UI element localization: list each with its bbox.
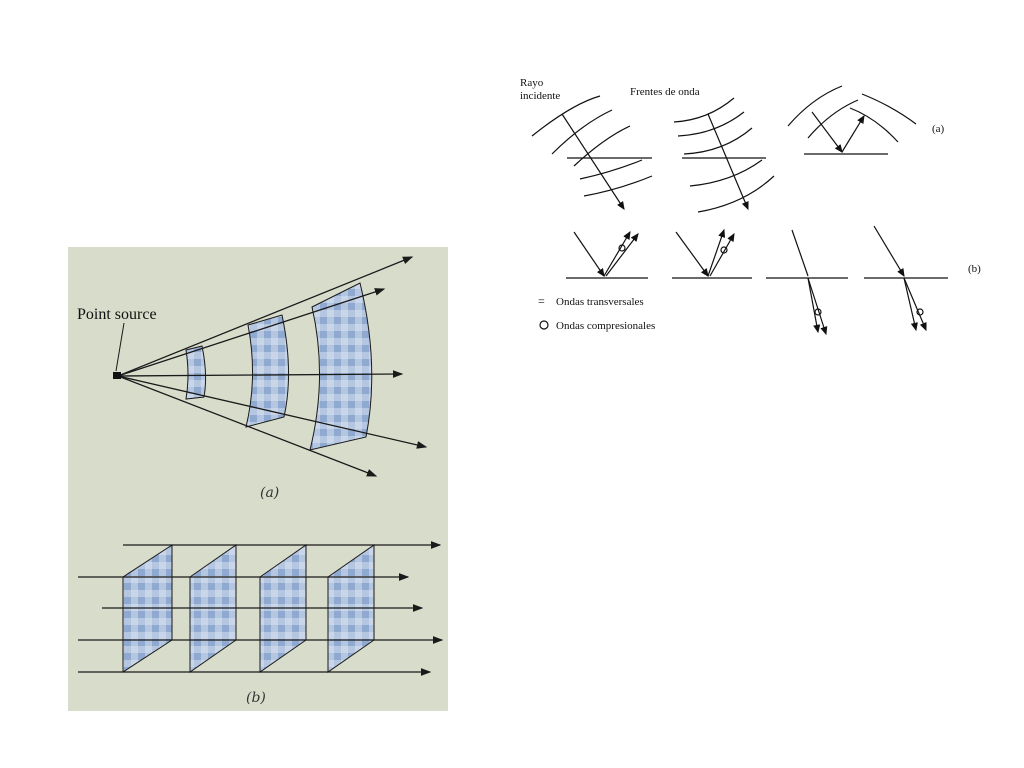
point-source-leader [115, 322, 125, 372]
label-b: (b) [968, 263, 981, 275]
ray-2 [117, 288, 386, 377]
caption-a: (a) [260, 485, 279, 501]
diverging-rays [117, 256, 428, 477]
wavefront-patch-2 [245, 314, 290, 428]
wavefront-figure-left: Point source (a) (b) [68, 247, 448, 711]
point-source-marker [113, 372, 121, 379]
ray-1 [117, 256, 414, 377]
ray-a3-in [811, 111, 843, 153]
wavefront-label: Frentes de onda [630, 86, 700, 98]
legend-transverse-symbol: = [538, 294, 545, 308]
ray-a3-out [841, 114, 865, 153]
parallel-rays [78, 541, 444, 676]
legend: = Ondas transversales Ondas compresional… [538, 294, 655, 332]
ray-4 [117, 375, 428, 449]
row-b-diagrams [566, 225, 948, 336]
ray-label-line1: Rayo [520, 77, 544, 89]
wavefront-patch-1 [185, 345, 207, 400]
wavefront-diagram: Point source (a) (b) [77, 256, 444, 706]
refraction-figure-right: Rayo incidente Frentes de onda (a) [512, 64, 992, 354]
ray-a1 [561, 113, 625, 211]
label-a: (a) [932, 123, 945, 135]
ray-5 [117, 375, 378, 477]
legend-transverse-label: Ondas transversales [556, 296, 644, 308]
caption-b: (b) [246, 690, 266, 706]
legend-compressional-symbol [539, 320, 549, 330]
ray-label-line2: incidente [520, 90, 560, 102]
refraction-diagram: Rayo incidente Frentes de onda (a) [520, 77, 981, 336]
ray-3 [117, 370, 404, 378]
point-source-label: Point source [77, 306, 157, 323]
spherical-wavefronts [185, 282, 373, 451]
row-a-diagrams [531, 85, 917, 213]
wavefront-patch-3 [309, 282, 373, 451]
legend-compressional-label: Ondas compresionales [556, 320, 655, 332]
ray-a2 [707, 113, 749, 211]
